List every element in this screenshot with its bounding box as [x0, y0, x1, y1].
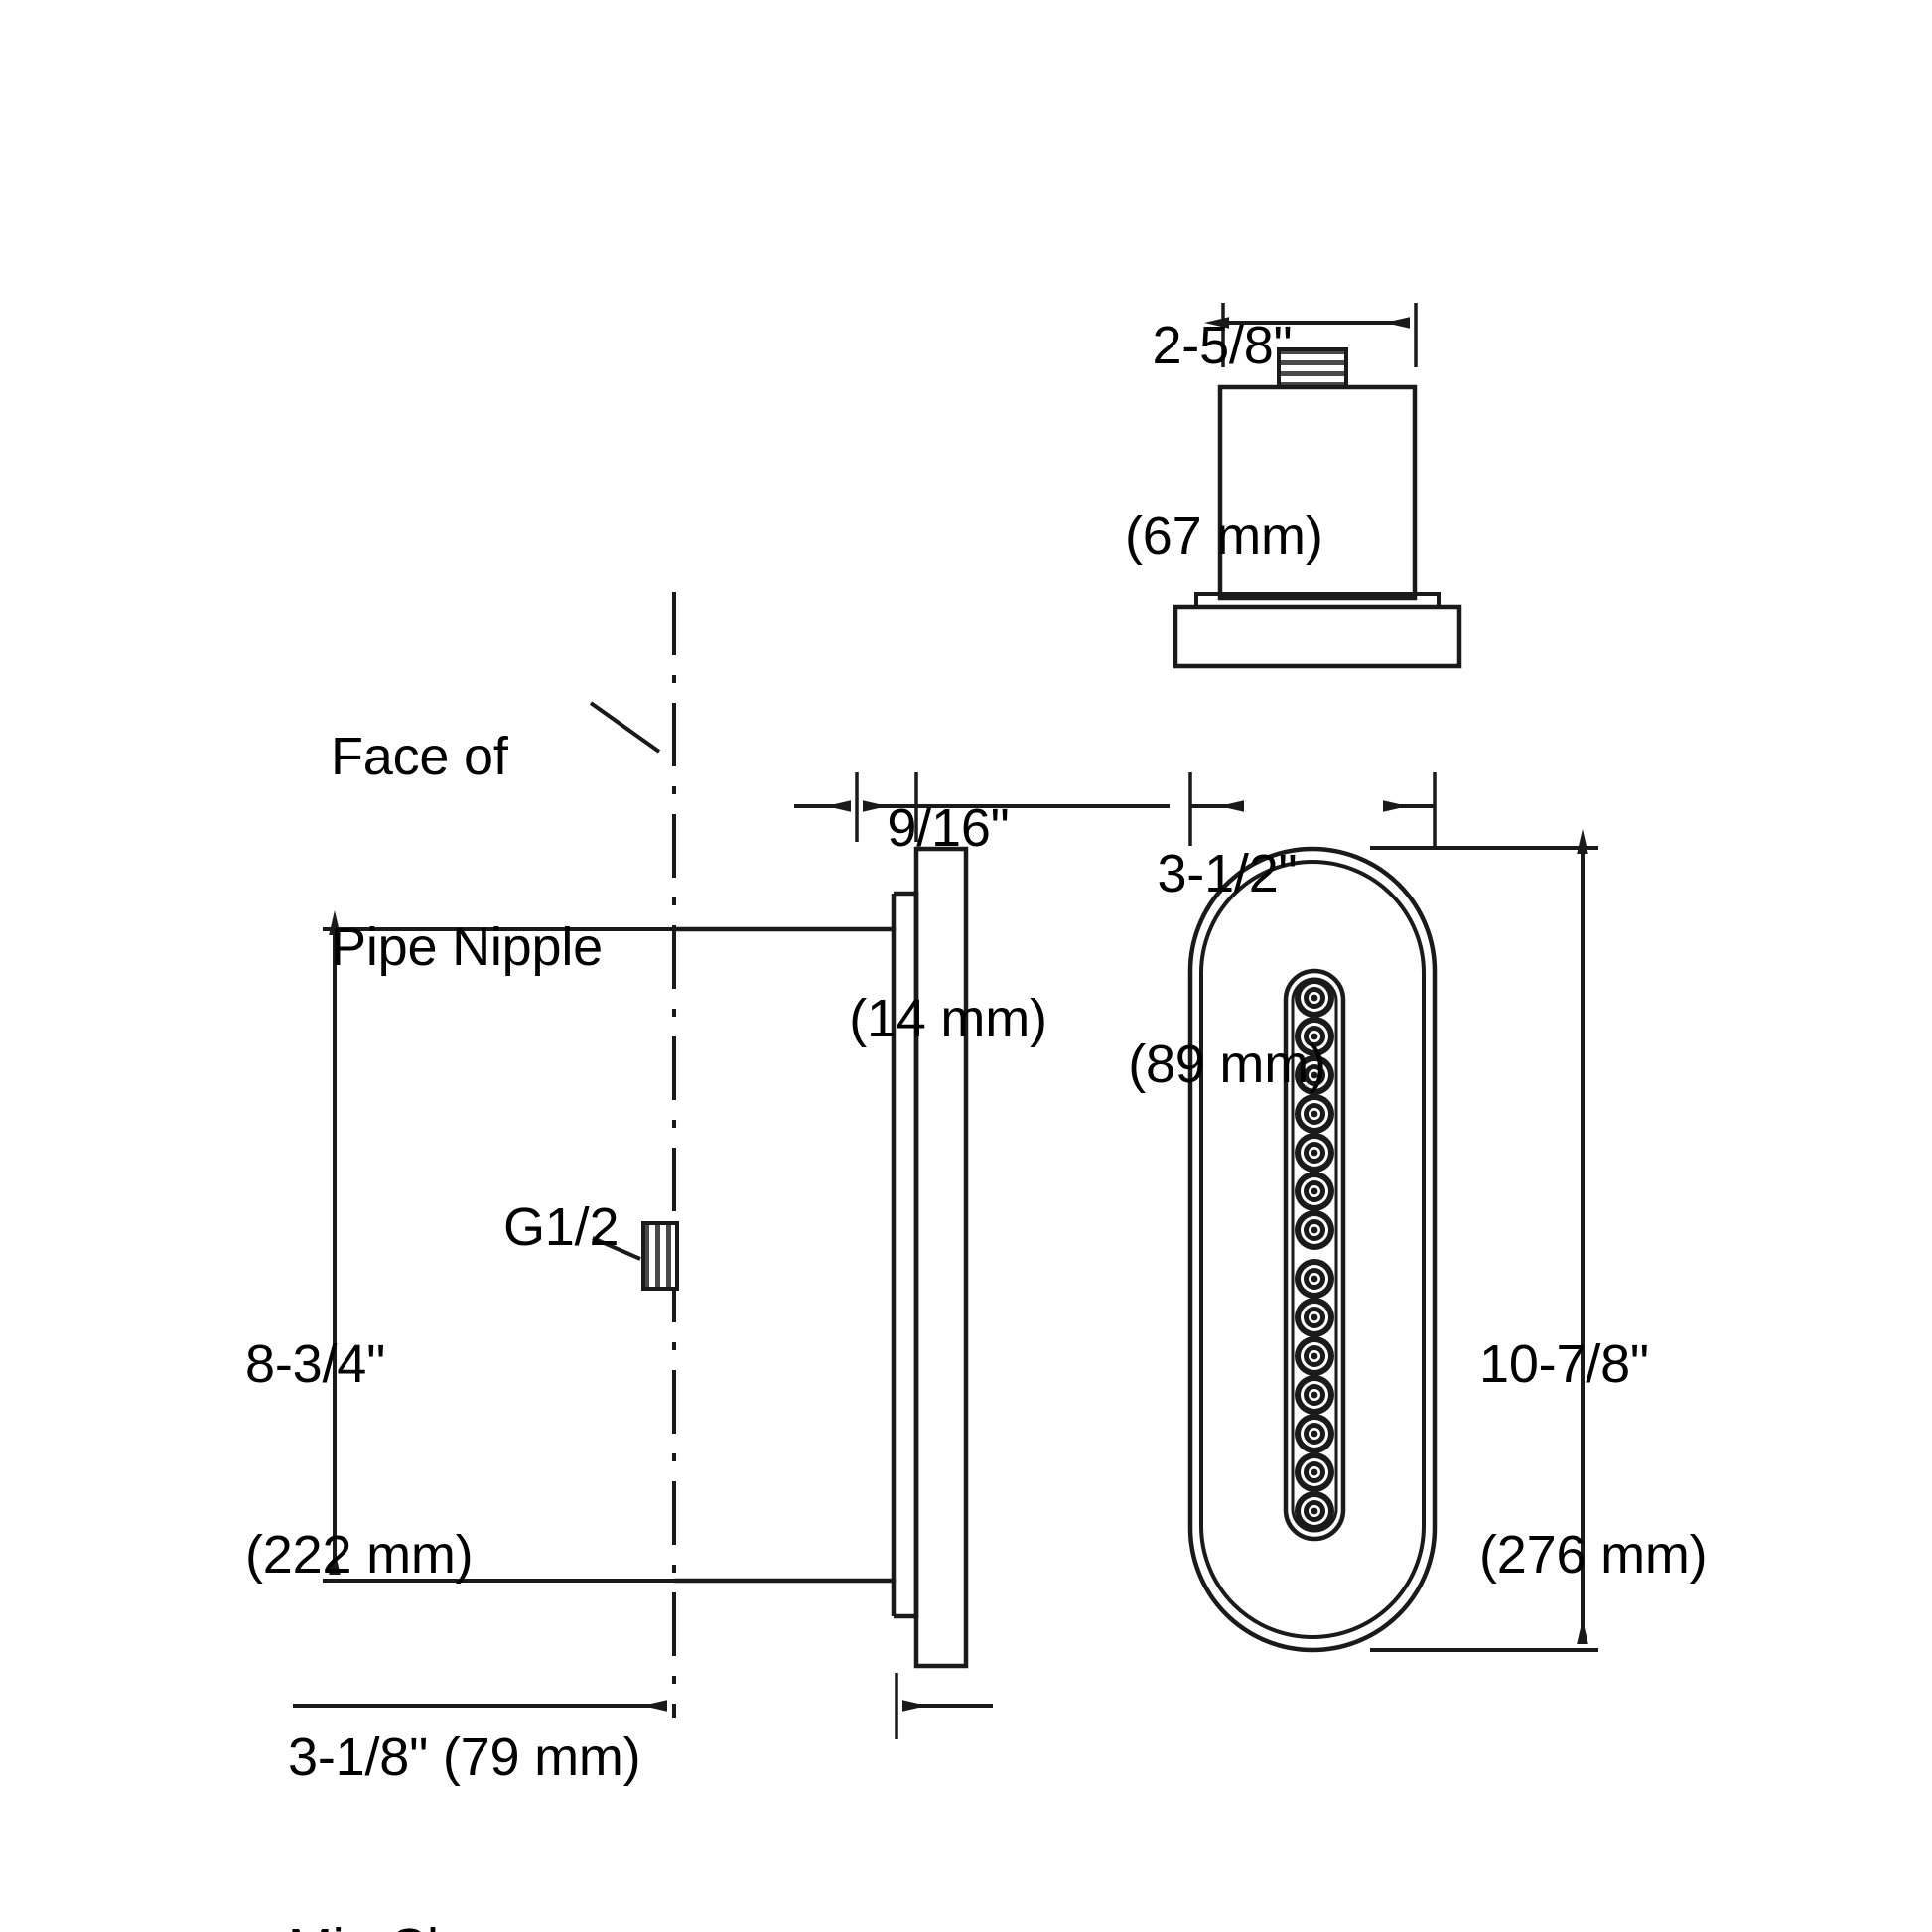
front-width-dimension	[1188, 772, 1437, 846]
min-clearance-label: 3-1/8" (79 mm) Min Clearance	[288, 1600, 705, 1932]
plate-thickness-bottom-dimension	[895, 1673, 993, 1739]
escutcheon-thickness-label: 9/16" (14 mm)	[849, 671, 1047, 1177]
escutcheon-thickness-dimension	[794, 772, 1170, 842]
min-clearance-line2: Min Clearance	[288, 1917, 705, 1932]
face-of-pipe-nipple-line2: Pipe Nipple	[331, 916, 603, 977]
thread-size-label: G1/2	[503, 1197, 620, 1257]
escutcheon-thickness-imperial: 9/16"	[887, 798, 1010, 859]
escutcheon-thickness-metric: (14 mm)	[849, 988, 1047, 1048]
front-view-geometry	[1187, 846, 1438, 1653]
side-height-imperial: 8-3/4"	[245, 1334, 386, 1395]
front-width-label: 3-1/2" (89 mm)	[1128, 717, 1326, 1223]
front-height-metric: (276 mm)	[1479, 1524, 1708, 1585]
top-width-dimension-label: 2-5/8" (67 mm)	[1125, 189, 1323, 695]
front-height-dimension	[1370, 829, 1598, 1652]
nozzle-group	[1295, 978, 1334, 1531]
side-height-label: 8-3/4" (222 mm)	[245, 1207, 603, 1714]
front-height-imperial: 10-7/8"	[1479, 1334, 1649, 1395]
side-section-view-geometry	[592, 846, 969, 1669]
front-width-metric: (89 mm)	[1128, 1034, 1326, 1094]
top-width-metric: (67 mm)	[1125, 505, 1323, 566]
face-of-pipe-nipple-line1: Face of	[331, 727, 508, 787]
side-height-metric: (222 mm)	[245, 1524, 474, 1585]
front-height-label: 10-7/8" (276 mm)	[1479, 1207, 1876, 1714]
front-width-imperial: 3-1/2"	[1157, 844, 1298, 904]
face-of-pipe-nipple-centerline	[589, 592, 676, 1718]
top-width-imperial: 2-5/8"	[1152, 316, 1293, 376]
min-clearance-line1: 3-1/8" (79 mm)	[288, 1727, 641, 1788]
face-of-pipe-nipple-label: Face of Pipe Nipple	[331, 600, 748, 1106]
top-view-geometry	[1173, 303, 1462, 669]
side-height-dimension	[323, 910, 685, 1583]
